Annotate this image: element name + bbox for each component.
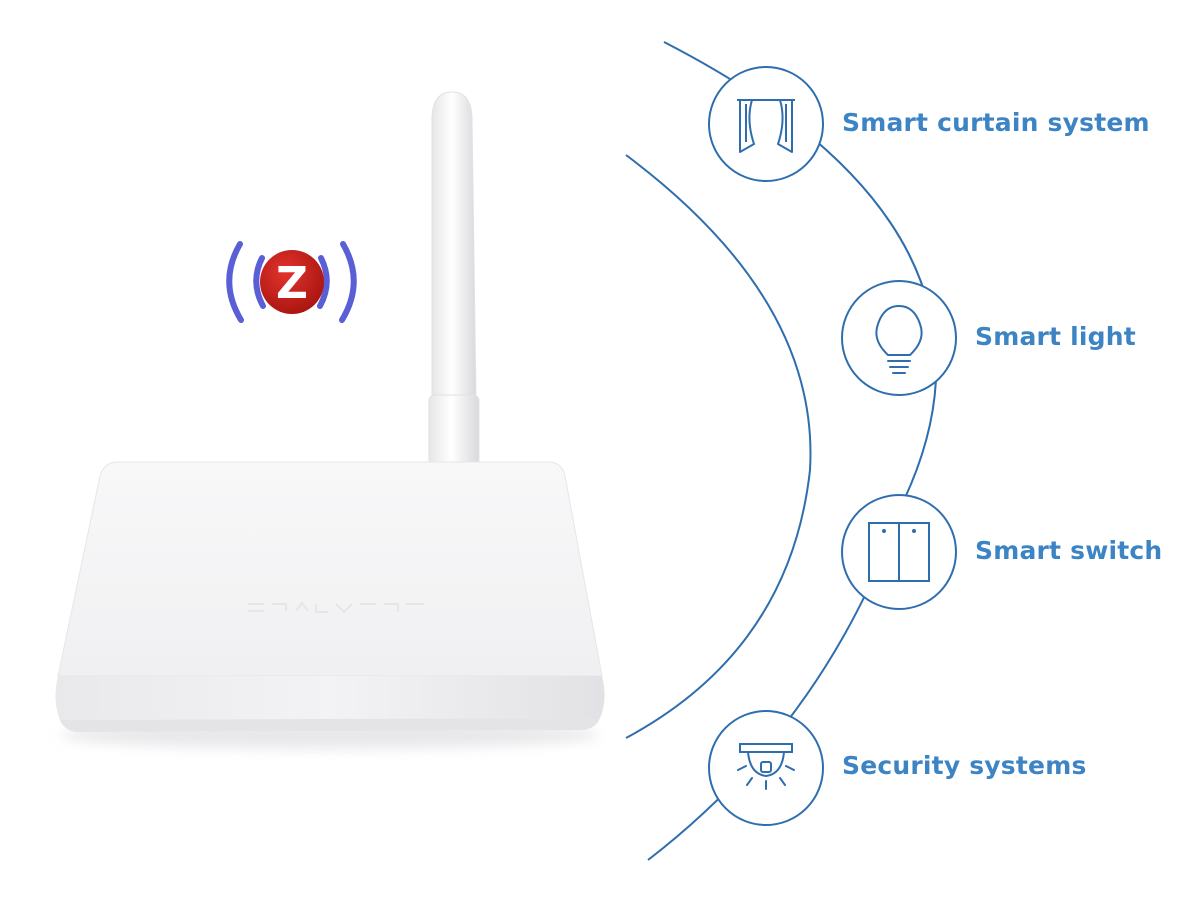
inner-arc xyxy=(625,154,812,739)
wall-switch-icon xyxy=(841,494,957,610)
hub-router-icon xyxy=(55,91,605,749)
feature-icons xyxy=(708,66,957,826)
security-camera-icon xyxy=(708,710,824,826)
curtain-icon xyxy=(708,66,824,182)
feature-label-security: Security systems xyxy=(842,751,1087,780)
light-bulb-icon xyxy=(841,280,957,396)
zwave-letter: Z xyxy=(276,258,308,309)
feature-label-curtain: Smart curtain system xyxy=(842,108,1150,137)
feature-label-light: Smart light xyxy=(975,322,1136,351)
antenna-icon xyxy=(428,91,480,466)
device-brand-mark-icon xyxy=(248,601,424,614)
zwave-logo-icon: Z xyxy=(226,241,357,323)
feature-label-switch: Smart switch xyxy=(975,536,1163,565)
